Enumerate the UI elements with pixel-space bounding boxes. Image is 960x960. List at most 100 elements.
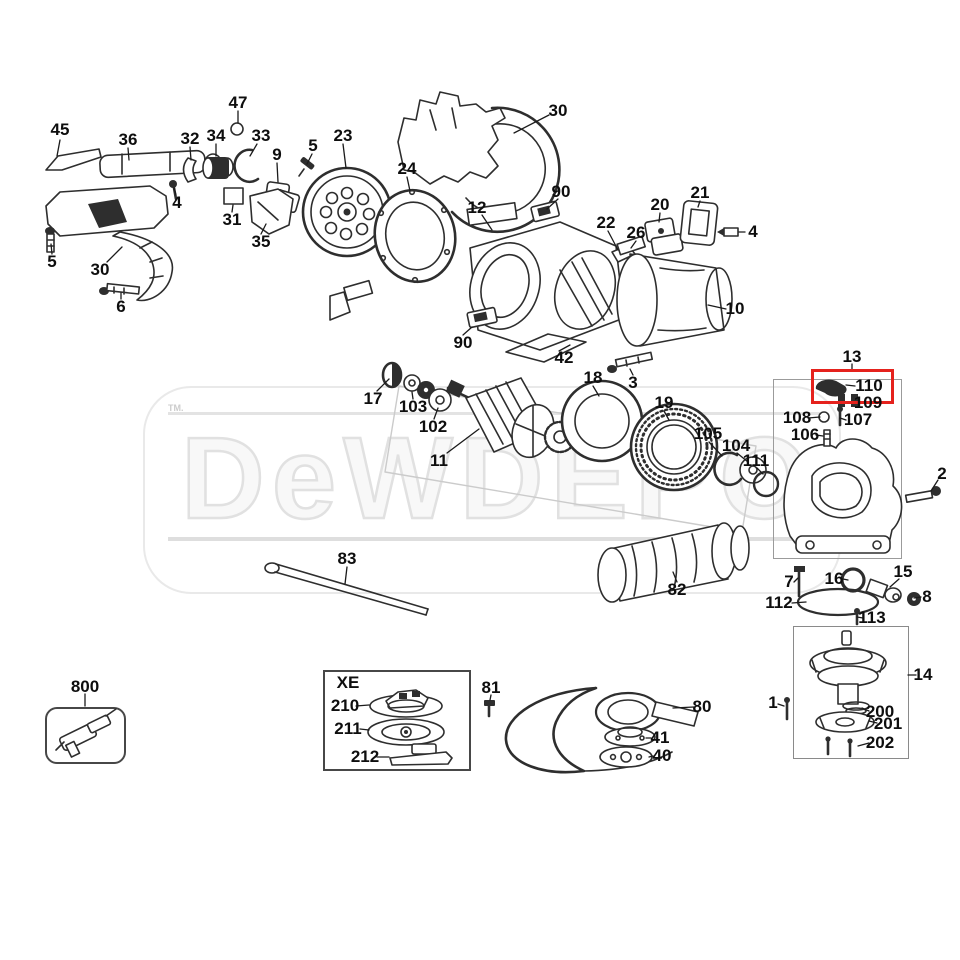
- tool-reference-box-800: [45, 707, 126, 764]
- part-label-5: 5: [47, 252, 57, 271]
- leader-lines: [50, 110, 939, 758]
- part-label-1: 1: [768, 693, 778, 712]
- part-label-11: 11: [430, 451, 448, 470]
- part-11-armature: [445, 377, 577, 459]
- part-210-guard-disc: [369, 689, 443, 718]
- part-20-switch: [644, 217, 684, 256]
- spindle-group-box-14: [793, 626, 909, 759]
- part-102-washer: [428, 388, 452, 412]
- part-label-15: 15: [893, 562, 913, 581]
- part-113-screw: [854, 608, 860, 626]
- part-80-wheel-guard: [504, 686, 699, 774]
- part-21-clamp-frame: [679, 200, 719, 246]
- part-label-103: 103: [398, 397, 428, 416]
- part-110-cap: [815, 379, 847, 397]
- part-label-13: 13: [842, 347, 862, 366]
- part-label-10: 10: [725, 299, 745, 318]
- part-90-brush-holder-bottom: [329, 279, 498, 329]
- part-label-20: 20: [650, 195, 670, 214]
- part-6-screw: [99, 282, 141, 295]
- part-label-26: 26: [626, 223, 646, 242]
- part-34-bushing: [202, 157, 229, 179]
- part-label-211: 211: [334, 719, 362, 738]
- part-label-41: 41: [650, 728, 670, 747]
- part-label-24: 24: [397, 159, 417, 178]
- part-10-motor-housing: [616, 253, 733, 347]
- part-label-40: 40: [652, 746, 672, 765]
- part-35-bracket: [249, 188, 294, 235]
- part-24-ring-gear: [373, 188, 457, 284]
- part-label-23: 23: [333, 126, 353, 145]
- part-label-2: 2: [937, 464, 947, 483]
- xe-variant-group-box: [323, 670, 471, 771]
- part-label-31: 31: [222, 210, 242, 229]
- part-14-spindle-assembly: [784, 630, 887, 758]
- part-106-pin: [823, 429, 831, 447]
- part-103-washers: [403, 374, 435, 399]
- part-7-screw: [794, 566, 805, 598]
- part-45-pin: [45, 148, 102, 171]
- part-label-6: 6: [116, 297, 126, 316]
- part-label-111: 111: [742, 451, 770, 470]
- part-label-34: 34: [206, 126, 226, 145]
- part-212-wrench: [389, 743, 453, 766]
- part-label-30: 30: [90, 260, 110, 279]
- part-105-snap-ring: [713, 451, 743, 487]
- part-label-110: 110: [855, 376, 883, 395]
- part-83-rod: [264, 562, 429, 616]
- part-30-field-case: [397, 91, 561, 234]
- part-30-rear-handle: [45, 185, 174, 302]
- part-82-side-handle: [597, 522, 750, 603]
- part-17-seal: [381, 361, 403, 389]
- part-label-201: 201: [873, 714, 903, 733]
- part-label-4: 4: [748, 222, 758, 241]
- part-label-83: 83: [337, 549, 357, 568]
- part-label-90: 90: [453, 333, 473, 352]
- part-40-clamp-nut: [599, 746, 653, 768]
- part-label-109: 109: [853, 393, 883, 412]
- part-26-slider: [616, 235, 647, 256]
- part-5-screw-right: [298, 157, 315, 177]
- part-label-108: 108: [782, 408, 812, 427]
- part-label-19: 19: [654, 393, 674, 412]
- part-label-22: 22: [596, 213, 616, 232]
- part-label-12: 12: [467, 198, 487, 217]
- part-label-212: 212: [350, 747, 380, 766]
- part-800-tool-sketch: [55, 708, 117, 758]
- part-3-screw: [607, 351, 654, 373]
- part-label-105: 105: [693, 424, 723, 443]
- part-label-80: 80: [692, 697, 712, 716]
- part-81-bolt: [484, 700, 495, 718]
- gearcase-group-box: [773, 379, 902, 559]
- part-4-screw-right: [717, 227, 739, 237]
- part-32-clamp: [182, 157, 197, 183]
- part-label-21: 21: [690, 183, 710, 202]
- part-109-pins: [838, 394, 858, 407]
- part-41-flange: [604, 726, 656, 747]
- part-label-33: 33: [251, 126, 271, 145]
- part-13-gear-case: [783, 438, 903, 554]
- part-label-30: 30: [548, 101, 568, 120]
- part-33-c-clip: [233, 148, 260, 184]
- part-label-36: 36: [118, 130, 138, 149]
- part-label-18: 18: [583, 368, 603, 387]
- part-label-17: 17: [363, 389, 383, 408]
- part-label-9: 9: [272, 145, 282, 164]
- part-42-baffle-sheet: [505, 333, 587, 363]
- part-label-202: 202: [865, 733, 895, 752]
- part-label-35: 35: [251, 232, 271, 251]
- part-label-14: 14: [913, 665, 933, 684]
- part-107-screw: [837, 406, 843, 427]
- part-label-104: 104: [721, 436, 751, 455]
- part-label-90: 90: [551, 182, 571, 201]
- part-label-107: 107: [843, 410, 873, 429]
- part-label-113: 113: [858, 608, 886, 627]
- part-111-o-ring: [752, 470, 780, 498]
- part-2-screw: [904, 486, 941, 503]
- part-label-42: 42: [554, 348, 574, 367]
- part-label-102: 102: [418, 417, 448, 436]
- part-label-106: 106: [790, 425, 820, 444]
- part-label-7: 7: [784, 572, 794, 591]
